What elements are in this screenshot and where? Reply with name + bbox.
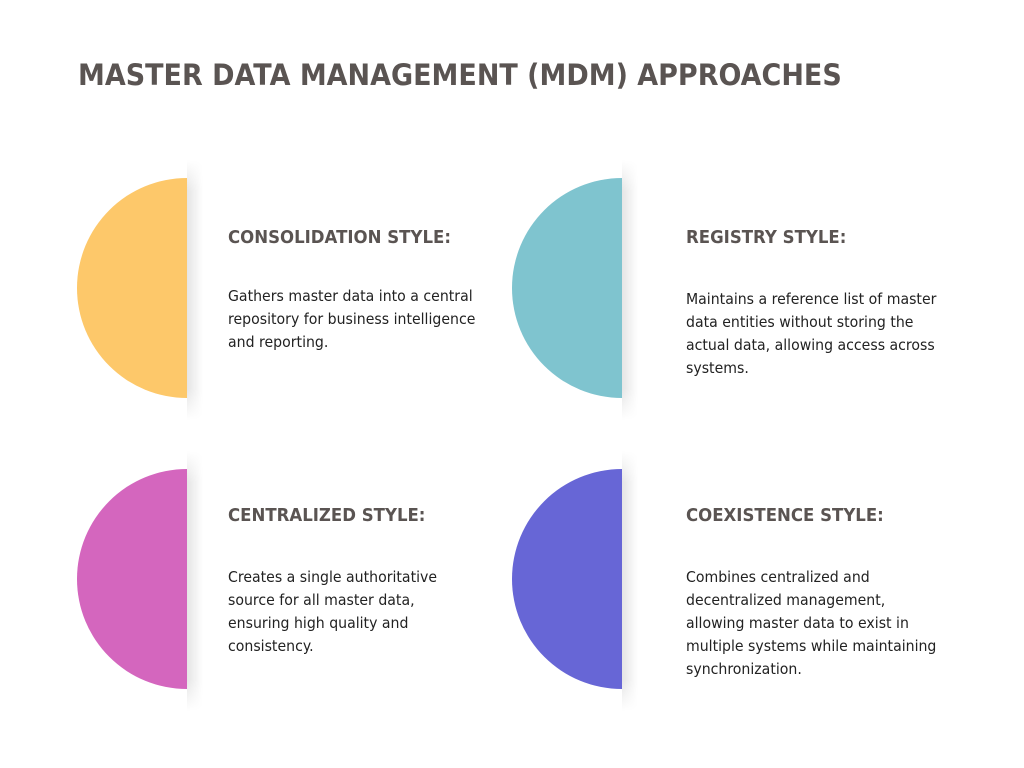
approach-card-consolidation: CONSOLIDATION STYLE: Gathers master data… — [77, 160, 517, 420]
half-circle-icon — [77, 178, 187, 398]
approach-description: Creates a single authoritative source fo… — [228, 568, 438, 655]
approach-heading: REGISTRY STYLE: — [686, 227, 847, 248]
approach-description: Combines centralized and decentralized m… — [686, 568, 937, 678]
page-title: MASTER DATA MANAGEMENT (MDM) APPROACHES — [78, 58, 842, 92]
divider-shadow — [622, 451, 638, 711]
approach-card-registry: REGISTRY STYLE: Maintains a reference li… — [512, 160, 952, 420]
divider-shadow — [187, 160, 203, 420]
approach-card-coexistence: COEXISTENCE STYLE: Combines centralized … — [512, 451, 952, 711]
divider-shadow — [622, 160, 638, 420]
approach-heading: CONSOLIDATION STYLE: — [228, 227, 451, 248]
approach-description: Gathers master data into a central repos… — [228, 287, 476, 351]
approach-heading: COEXISTENCE STYLE: — [686, 505, 884, 526]
approach-card-centralized: CENTRALIZED STYLE: Creates a single auth… — [77, 451, 517, 711]
approach-description: Maintains a reference list of master dat… — [686, 290, 937, 377]
half-circle-icon — [77, 469, 187, 689]
half-circle-icon — [512, 469, 622, 689]
divider-shadow — [187, 451, 203, 711]
approach-heading: CENTRALIZED STYLE: — [228, 505, 426, 526]
half-circle-icon — [512, 178, 622, 398]
